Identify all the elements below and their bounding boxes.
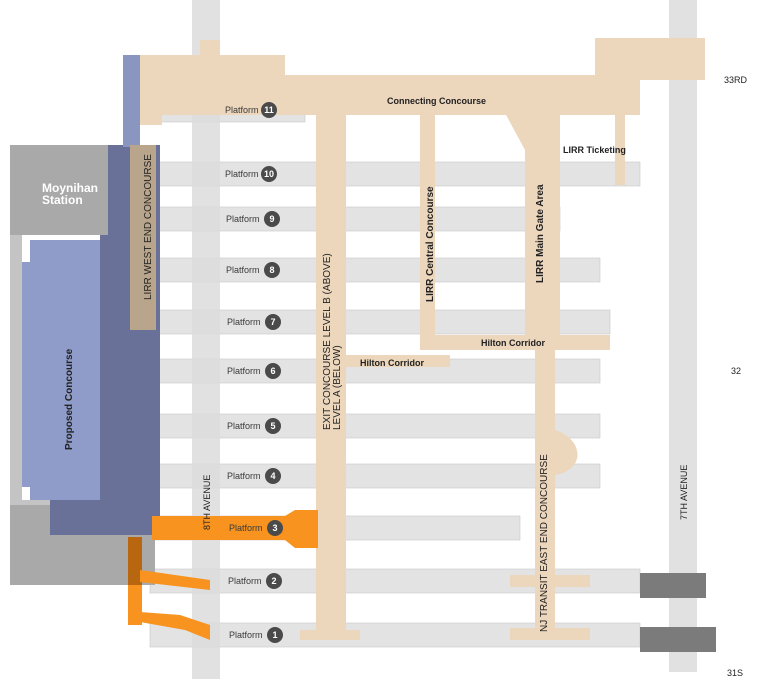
platform-number: 8 xyxy=(269,265,274,275)
platform-number: 5 xyxy=(270,421,275,431)
platform-number-badge xyxy=(264,211,280,227)
platform-marker[interactable]: Platform 7 xyxy=(227,314,281,330)
platform-number: 4 xyxy=(270,471,275,481)
platform-marker[interactable]: Platform 8 xyxy=(226,262,280,278)
platform-label: Platform xyxy=(229,523,263,533)
hilton-corridor-east-label: Hilton Corridor xyxy=(481,338,545,348)
platform-number: 9 xyxy=(269,214,274,224)
east-block xyxy=(640,573,706,598)
platform-number: 6 xyxy=(270,366,275,376)
platform-number-badge xyxy=(265,468,281,484)
seventh-avenue xyxy=(669,0,697,672)
platform-number: 2 xyxy=(271,576,276,586)
connecting-concourse-label: Connecting Concourse xyxy=(387,96,486,106)
platform-number-badge xyxy=(267,627,283,643)
platform-number-badge xyxy=(267,520,283,536)
platform-number: 10 xyxy=(264,169,274,179)
proposed-concourse-label: Proposed Concourse xyxy=(64,348,75,450)
platform-label: Platform xyxy=(227,317,261,327)
platform-number-badge xyxy=(261,166,277,182)
platform-label: Platform xyxy=(226,265,260,275)
platform-number: 1 xyxy=(272,630,277,640)
platform-label: Platform xyxy=(227,421,261,431)
moynihan-station xyxy=(10,55,160,585)
platform-strip xyxy=(149,413,601,439)
platform-label: Platform xyxy=(225,169,259,179)
platform-label: Platform xyxy=(229,630,263,640)
east-block xyxy=(640,627,716,652)
platform-marker[interactable]: Platform 6 xyxy=(227,363,281,379)
seventh-avenue-label: 7TH AVENUE xyxy=(679,465,689,520)
moynihan-label: Moynihan xyxy=(42,181,98,195)
platform-number-badge xyxy=(265,418,281,434)
platform-marker[interactable]: Platform 1 xyxy=(229,627,283,643)
accessible-route xyxy=(128,510,318,640)
platform-number: 11 xyxy=(264,105,274,115)
platform-marker[interactable]: Platform 2 xyxy=(228,573,282,589)
platform-number-badge xyxy=(265,314,281,330)
nj-transit-east-end-label: NJ TRANSIT EAST END CONCOURSE xyxy=(539,454,550,632)
platform-number: 3 xyxy=(272,523,277,533)
platform-marker[interactable]: Platform 3 xyxy=(229,520,283,536)
platform-label: Platform xyxy=(228,576,262,586)
platform-marker[interactable]: Platform 4 xyxy=(227,468,281,484)
platform-strip xyxy=(149,463,601,489)
platform-marker[interactable]: Platform 10 xyxy=(225,166,277,182)
street-33rd: 33RD xyxy=(724,75,748,85)
hilton-corridor-west-label: Hilton Corridor xyxy=(360,358,424,368)
platform-number-badge xyxy=(265,363,281,379)
concourses xyxy=(140,38,705,640)
eighth-avenue-label: 8TH AVENUE xyxy=(202,475,212,530)
platform-label: Platform xyxy=(225,105,259,115)
lirr-central-label: LIRR Central Concourse xyxy=(425,186,436,302)
platform-strip xyxy=(149,161,641,187)
street-31s: 31S xyxy=(727,668,743,678)
platform-label: Platform xyxy=(227,366,261,376)
street-32: 32 xyxy=(731,366,741,376)
platform-label: Platform xyxy=(226,214,260,224)
platform-label: Platform xyxy=(227,471,261,481)
lirr-ticketing-label: LIRR Ticketing xyxy=(563,145,626,155)
exit-concourse-label: EXIT CONCOURSE LEVEL B (ABOVE) xyxy=(322,253,333,430)
platform-number-badge xyxy=(261,102,277,118)
platform-strips xyxy=(149,97,641,648)
platform-marker[interactable]: Platform 9 xyxy=(226,211,280,227)
exit-concourse-label-2: LEVEL A (BELOW) xyxy=(332,345,343,430)
lirr-main-gate-label: LIRR Main Gate Area xyxy=(535,184,546,283)
platform-number: 7 xyxy=(270,317,275,327)
platform-number-badge xyxy=(266,573,282,589)
moynihan-label-2: Station xyxy=(42,193,83,207)
platform-marker[interactable]: Platform 5 xyxy=(227,418,281,434)
lirr-west-end-label: LIRR WEST END CONCOURSE xyxy=(143,154,154,300)
platform-number-badge xyxy=(264,262,280,278)
platform-marker[interactable]: Platform 11 xyxy=(225,102,277,118)
